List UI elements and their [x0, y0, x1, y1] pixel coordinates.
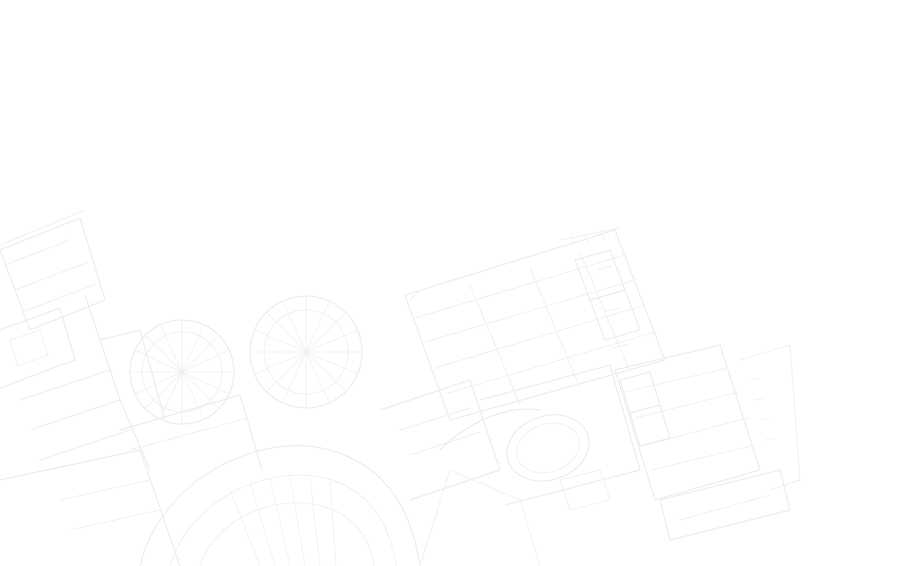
oval-room-plan — [419, 364, 641, 566]
central-building-plan — [379, 229, 666, 501]
curved-plaza-plan — [119, 394, 421, 566]
left-wing-plan — [0, 217, 181, 566]
tree-symbols — [129, 295, 363, 425]
right-building-plan — [614, 344, 801, 541]
construction-lines — [0, 209, 621, 301]
